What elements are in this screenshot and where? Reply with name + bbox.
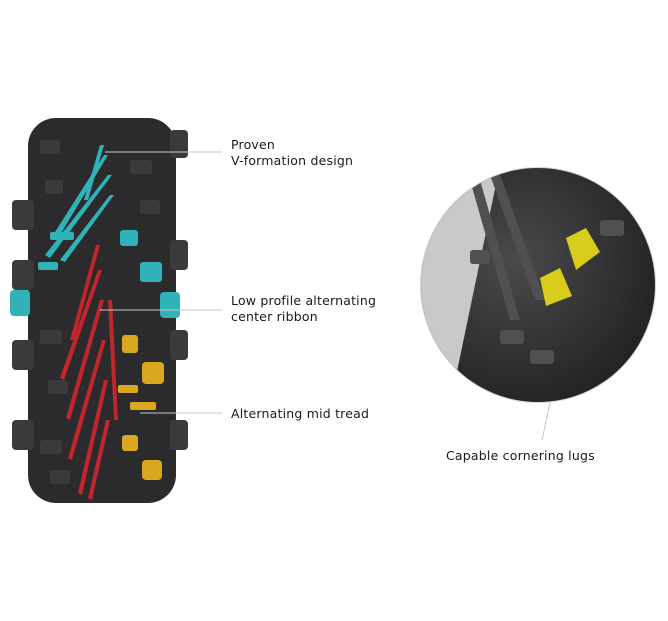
mid-tread xyxy=(118,335,164,480)
callout-cornering-lugs: Capable cornering lugs xyxy=(446,448,595,464)
callout-text: V-formation design xyxy=(231,153,354,168)
cornering-lug-closeup xyxy=(420,167,656,403)
callout-text: Proven xyxy=(231,137,276,152)
center-ribbon-tread xyxy=(60,245,118,500)
callout-center-ribbon: Low profile alternating center ribbon xyxy=(231,293,376,325)
cornering-lugs xyxy=(540,228,600,306)
callout-text: Capable cornering lugs xyxy=(446,448,595,463)
tire-front-view xyxy=(10,118,188,503)
v-formation-tread xyxy=(10,145,180,318)
callout-mid-tread: Alternating mid tread xyxy=(231,406,369,422)
callout-text: Alternating mid tread xyxy=(231,406,370,421)
callout-text: center ribbon xyxy=(231,309,318,324)
callout-v-formation: Proven V-formation design xyxy=(231,137,353,169)
callout-text: Low profile alternating xyxy=(231,293,377,308)
